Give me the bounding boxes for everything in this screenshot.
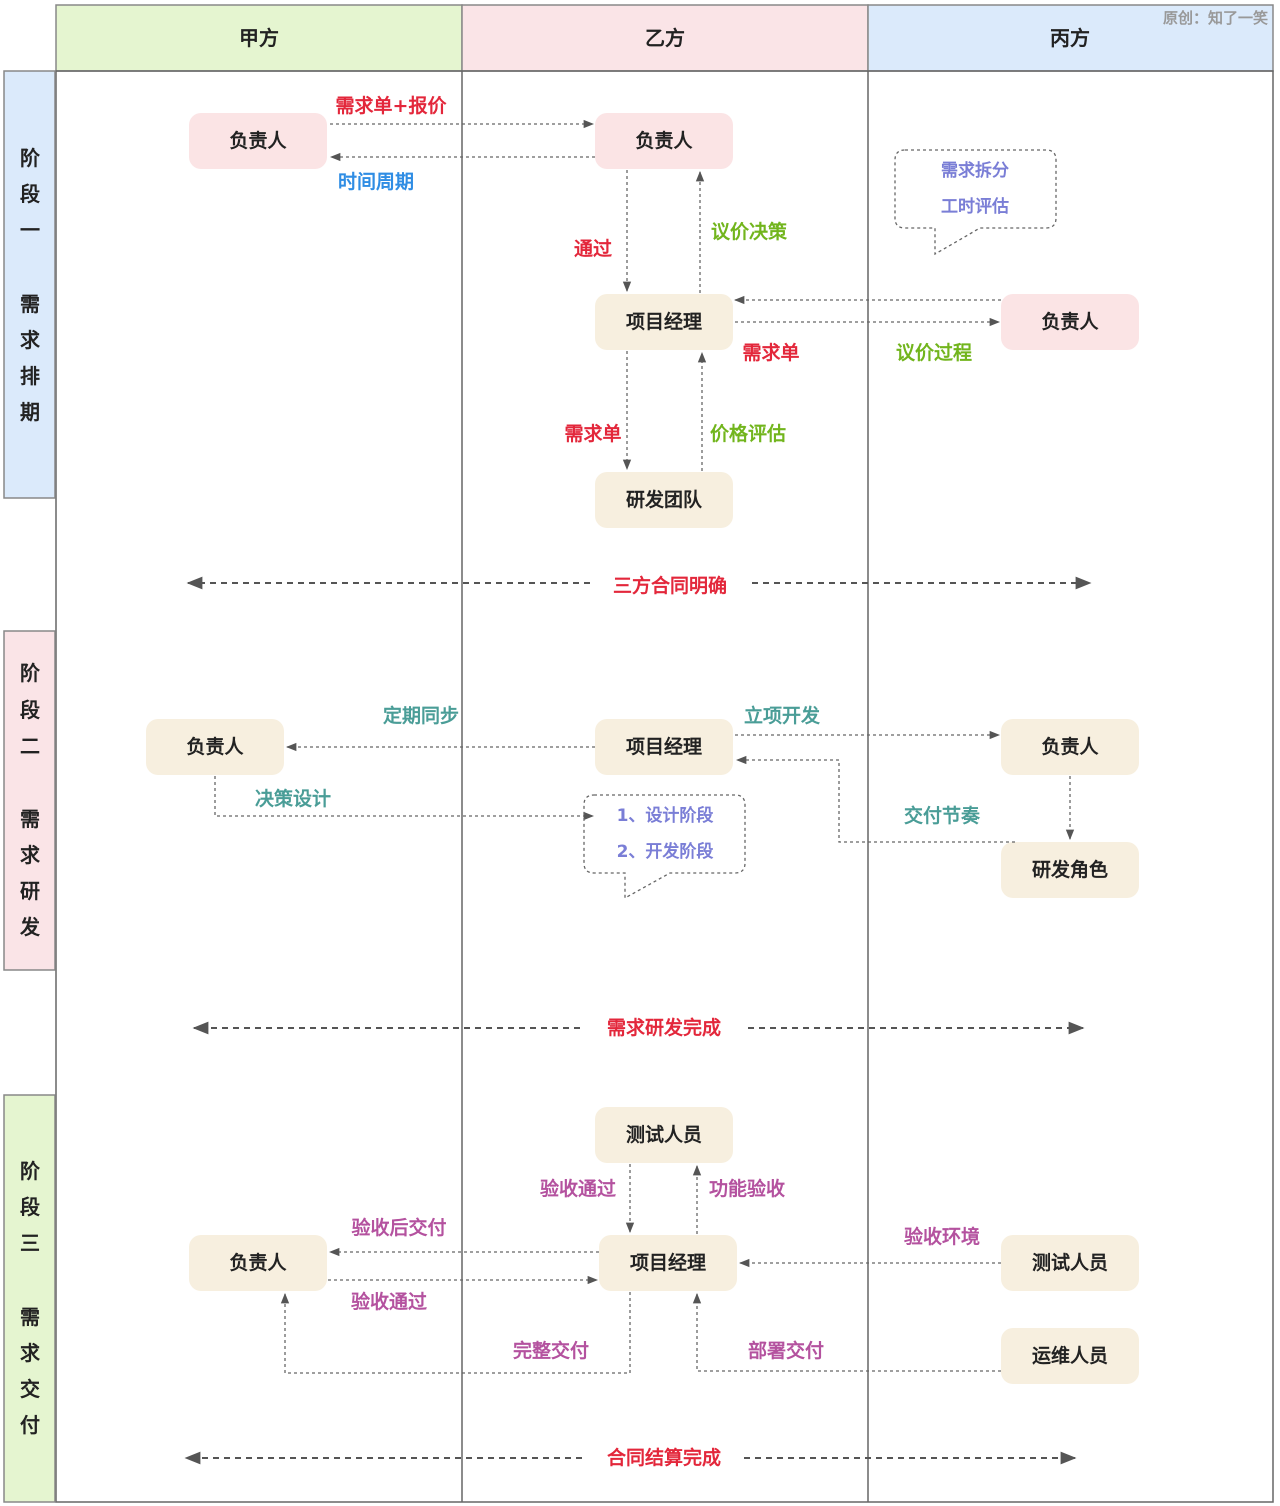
lane-header-b [461,4,869,72]
node-tester-b: 测试人员 [595,1107,733,1163]
lane-header-a [55,4,463,72]
svg-text:负责人: 负责人 [1041,310,1099,333]
node-a-owner: 负责人 [146,719,284,775]
svg-text:负责人: 负责人 [1041,735,1099,758]
phase-bar-1 [3,70,56,499]
svg-text:负责人: 负责人 [186,735,244,758]
milestone-contract: 三方合同明确 [186,574,1092,597]
node-pm: 项目经理 [599,1235,737,1291]
phase-label-char: 期 [20,400,40,424]
phase-label-char: 求 [20,843,41,867]
label: 交付节奏 [904,804,981,827]
svg-text:研发角色: 研发角色 [1032,858,1108,881]
label: 需求单+报价 [336,94,448,117]
lane-title-c: 丙方 [1050,26,1090,50]
callout-estimate: 需求拆分 工时评估 [894,149,1057,256]
label: 议价过程 [896,342,972,364]
svg-text:三方合同明确: 三方合同明确 [613,574,727,597]
phase-label-char: 三 [20,1231,40,1255]
svg-text:项目经理: 项目经理 [626,310,702,333]
phase-label-char: 二 [20,734,40,758]
svg-text:负责人: 负责人 [229,1251,287,1274]
node-pm: 项目经理 [595,294,733,350]
node-dev-role: 研发角色 [1001,842,1139,898]
lane-header-c [867,4,1274,72]
svg-text:运维人员: 运维人员 [1032,1344,1108,1367]
label: 决策设计 [255,787,331,810]
label: 验收环境 [904,1225,980,1248]
svg-text:负责人: 负责人 [635,129,693,152]
svg-text:负责人: 负责人 [229,129,287,152]
svg-text:2、开发阶段: 2、开发阶段 [617,841,714,862]
node-a-owner: 负责人 [189,1235,327,1291]
arrow [214,776,595,821]
lane-title-a: 甲方 [239,26,279,50]
phase-label-char: 一 [20,218,40,242]
label: 定期同步 [383,704,459,727]
phase-label-char: 求 [20,1341,41,1365]
phase-label-char: 发 [19,915,41,939]
node-pm: 项目经理 [595,719,733,775]
label: 价格评估 [710,422,786,445]
label: 需求单 [742,341,799,364]
label: 功能验收 [709,1177,785,1200]
phase-label-char: 排 [20,364,40,388]
label: 完整交付 [513,1339,589,1362]
label: 验收通过 [540,1177,616,1200]
lane-body [55,70,1274,1503]
phase-bar-2 [3,630,56,971]
svg-text:1、设计阶段: 1、设计阶段 [617,805,714,826]
label: 立项开发 [744,704,821,727]
phase-label-char: 交 [20,1377,40,1401]
svg-text:需求研发完成: 需求研发完成 [607,1016,721,1039]
label: 验收后交付 [351,1216,446,1239]
svg-text:测试人员: 测试人员 [1032,1252,1108,1274]
callout-phases: 1、设计阶段 2、开发阶段 [583,794,746,900]
svg-text:工时评估: 工时评估 [941,196,1009,217]
phase-label-char: 需 [20,292,40,316]
svg-text:需求拆分: 需求拆分 [941,160,1009,181]
phase-bar-3 [3,1094,56,1503]
watermark: 原创：知了一笑 [1163,9,1268,27]
node-a-owner: 负责人 [189,113,327,169]
phase-label-char: 付 [20,1413,40,1437]
svg-text:项目经理: 项目经理 [630,1251,706,1274]
node-c-owner: 负责人 [1001,719,1139,775]
svg-text:研发团队: 研发团队 [626,488,703,511]
svg-text:测试人员: 测试人员 [626,1124,702,1146]
svg-text:项目经理: 项目经理 [626,735,702,758]
label: 议价决策 [711,220,788,243]
arrow [692,1292,1001,1372]
phase-label-char: 需 [20,807,40,831]
phase-label-char: 阶 [20,661,41,685]
phase-label-char: 求 [20,328,41,352]
label: 需求单 [564,422,621,445]
label: 时间周期 [338,171,414,193]
phase-label-char: 段 [20,1195,40,1219]
phase-label-char: 阶 [20,146,41,170]
node-dev-team: 研发团队 [595,472,733,528]
label: 验收通过 [351,1290,427,1313]
milestone-dev-complete: 需求研发完成 [192,1016,1085,1039]
arrow [280,1292,631,1374]
svg-text:合同结算完成: 合同结算完成 [607,1446,721,1469]
phase-label-char: 需 [20,1305,40,1329]
label: 通过 [574,238,612,260]
phase-label-char: 阶 [20,1159,41,1183]
node-ops: 运维人员 [1001,1328,1139,1384]
phase-label-char: 段 [20,182,40,206]
phase-label-char: 研 [20,879,40,903]
lane-title-b: 乙方 [645,26,685,50]
node-b-owner: 负责人 [595,113,733,169]
phase-label-char: 段 [20,698,40,722]
node-c-owner: 负责人 [1001,294,1139,350]
arrow [735,755,1015,843]
label: 部署交付 [748,1339,824,1362]
milestone-settlement: 合同结算完成 [184,1446,1077,1469]
node-tester-c: 测试人员 [1001,1235,1139,1291]
